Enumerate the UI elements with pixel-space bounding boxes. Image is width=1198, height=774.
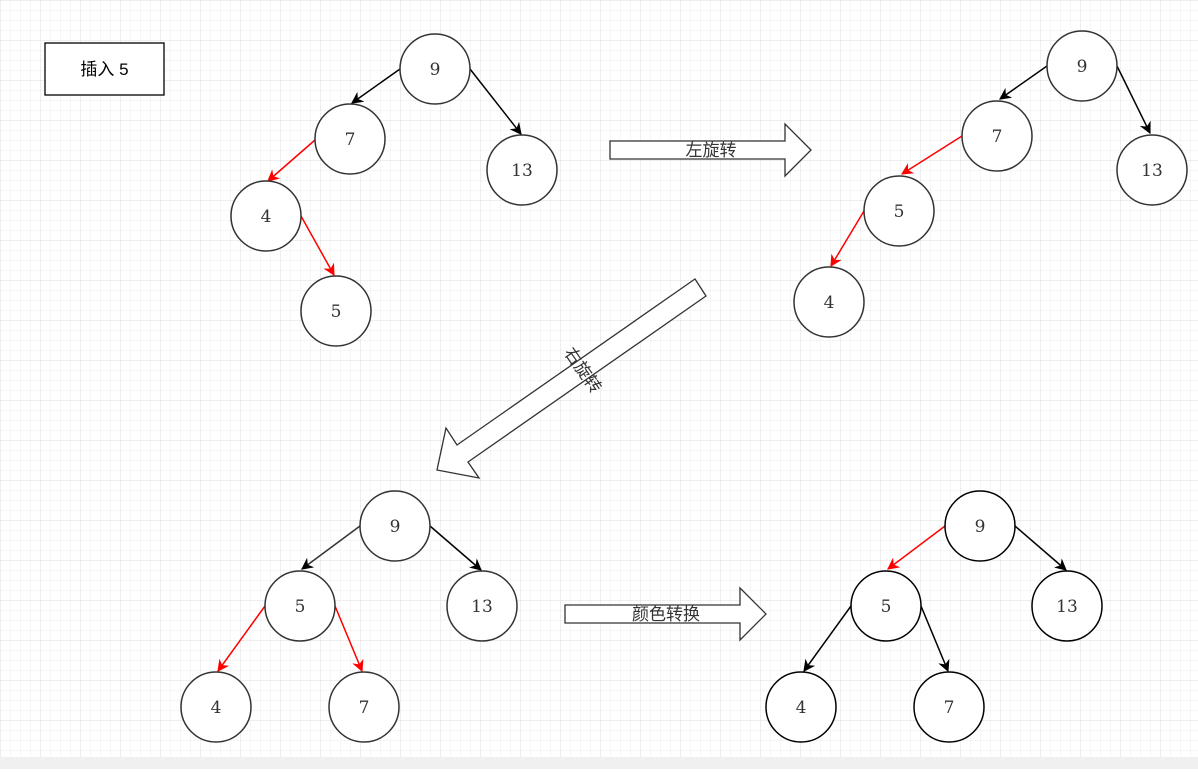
node-label: 7 [944,698,955,718]
node-label: 4 [211,698,222,718]
node-label: 5 [894,202,905,222]
node-5: 5 [264,570,336,642]
tree-edges [830,65,1151,268]
edge-5-4 [217,605,266,672]
node-13: 13 [1031,570,1103,642]
node-label: 9 [1077,57,1088,77]
node-label: 9 [430,60,441,80]
edge-9-5 [887,525,946,570]
tree-after-left-rotate: 9 7 13 5 4 [793,30,1188,338]
node-9: 9 [1046,30,1118,102]
color-flip-label: 颜色转换 [632,605,700,624]
bottom-bar [0,757,1198,769]
tree-edges [803,525,1067,673]
node-label: 4 [261,207,272,227]
edge-9-13 [1116,65,1151,135]
edge-9-13 [1014,525,1067,571]
edge-7-4 [267,139,316,182]
node-13: 13 [486,134,558,206]
node-9: 9 [399,33,471,105]
edge-5-4 [803,605,852,672]
node-label: 13 [511,161,533,181]
tree-after-right-rotate: 9 5 13 4 7 [180,490,518,743]
node-label: 7 [345,130,356,150]
left-rotate-label: 左旋转 [686,141,737,160]
node-13: 13 [1116,134,1188,206]
node-label: 9 [390,517,401,537]
node-5: 5 [850,570,922,642]
node-label: 4 [796,698,807,718]
node-9: 9 [359,490,431,562]
node-4: 4 [230,180,302,252]
node-label: 13 [1056,597,1078,617]
node-5: 5 [863,175,935,247]
title-label: 插入 5 [80,60,128,79]
edge-9-5 [301,525,361,570]
node-4: 4 [765,671,837,743]
color-flip-arrow: 颜色转换 [564,586,767,642]
edge-7-5 [900,135,963,175]
node-13: 13 [446,570,518,642]
node-label: 13 [1141,161,1163,181]
node-9: 9 [944,490,1016,562]
tree-edges [217,525,482,673]
edge-5-7 [334,605,364,673]
edge-9-13 [429,525,482,571]
left-rotate-arrow: 左旋转 [609,122,812,178]
node-7: 7 [314,103,386,175]
node-7: 7 [961,100,1033,172]
tree-insert: 9 7 13 4 5 [230,33,558,347]
node-7: 7 [328,671,400,743]
tree-after-color-flip: 9 5 13 4 7 [765,490,1103,743]
edge-9-13 [469,68,522,135]
node-label: 13 [471,597,493,617]
node-label: 9 [975,517,986,537]
node-label: 7 [359,698,370,718]
node-7: 7 [913,671,985,743]
node-4: 4 [180,671,252,743]
edge-5-4 [830,210,865,268]
node-label: 5 [295,597,306,617]
edge-9-7 [351,68,401,104]
tree-edges [267,68,522,277]
node-label: 7 [992,127,1003,147]
node-4: 4 [793,266,865,338]
node-label: 4 [824,293,835,313]
edge-4-5 [300,215,335,277]
node-label: 5 [331,302,342,322]
title-box: 插入 5 [44,42,165,96]
node-5: 5 [300,275,372,347]
edge-5-7 [920,605,950,673]
node-label: 5 [881,597,892,617]
edge-9-7 [999,65,1048,100]
